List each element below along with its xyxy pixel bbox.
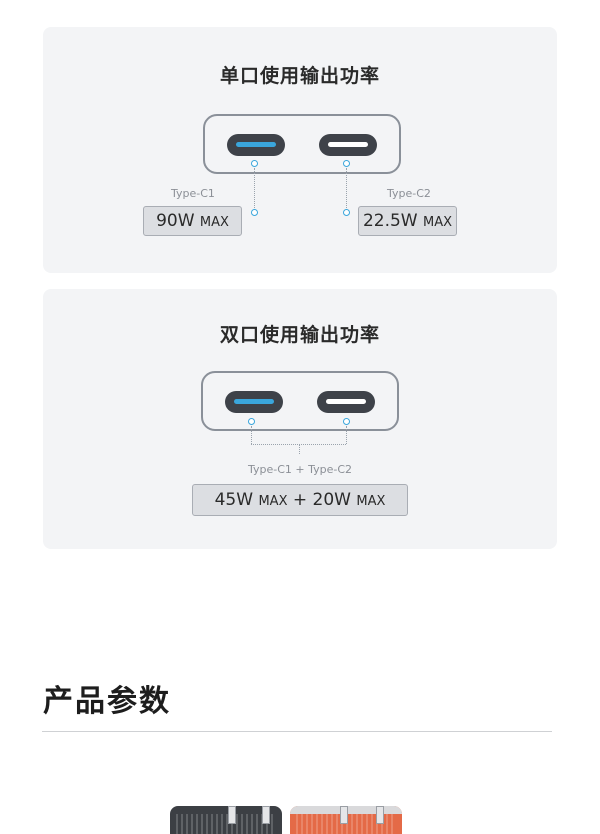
charger-illustration [203,114,401,174]
orange-charger-image [290,806,402,834]
port2-connector-line [346,168,347,210]
combined-port-label: Type-C1 + Type-C2 [247,463,353,476]
dual-port2-line [346,426,347,444]
dual-port-card: 双口使用输出功率 Type-C1 + Type-C2 45W MAX + 20W… [43,289,557,549]
type-c2-max: MAX [423,215,453,230]
type-c1-port-icon [227,134,285,156]
dual-port1-dot-icon [248,418,255,425]
specs-section-title: 产品参数 [43,684,171,719]
single-port-card: 单口使用输出功率 Type-C1 Type-C2 90W MAX 22.5W M… [43,27,557,273]
dual-plus: + [292,490,308,510]
type-c2-watts: 22.5W [362,211,418,231]
port1-end-dot-icon [251,209,258,216]
type-c1-port-icon [225,391,283,413]
dual-max2: MAX [356,494,386,509]
section-divider [42,731,552,732]
port2-end-dot-icon [343,209,350,216]
dual-value1: 45W [214,490,254,510]
port1-dot-icon [251,160,258,167]
dual-join-line [251,444,346,445]
type-c1-watts: 90W [156,211,195,231]
charger-illustration-dual [201,371,399,431]
dual-port1-line [251,426,252,444]
dual-center-line [299,444,300,454]
dual-port2-dot-icon [343,418,350,425]
type-c2-port-icon [319,134,377,156]
dark-charger-image [170,806,282,834]
single-port-title: 单口使用输出功率 [219,65,380,87]
type-c1-label: Type-C1 [171,187,215,200]
dual-port-title: 双口使用输出功率 [219,324,380,346]
type-c2-port-icon [317,391,375,413]
dual-power-value: 45W MAX + 20W MAX [192,484,408,516]
type-c1-max: MAX [199,215,229,230]
port1-connector-line [254,168,255,210]
type-c2-label: Type-C2 [387,187,431,200]
type-c1-power-value: 90W MAX [143,206,242,236]
type-c2-power-value: 22.5W MAX [358,206,457,236]
port2-dot-icon [343,160,350,167]
dual-value2: 20W [312,490,351,510]
dual-max1: MAX [258,494,288,509]
